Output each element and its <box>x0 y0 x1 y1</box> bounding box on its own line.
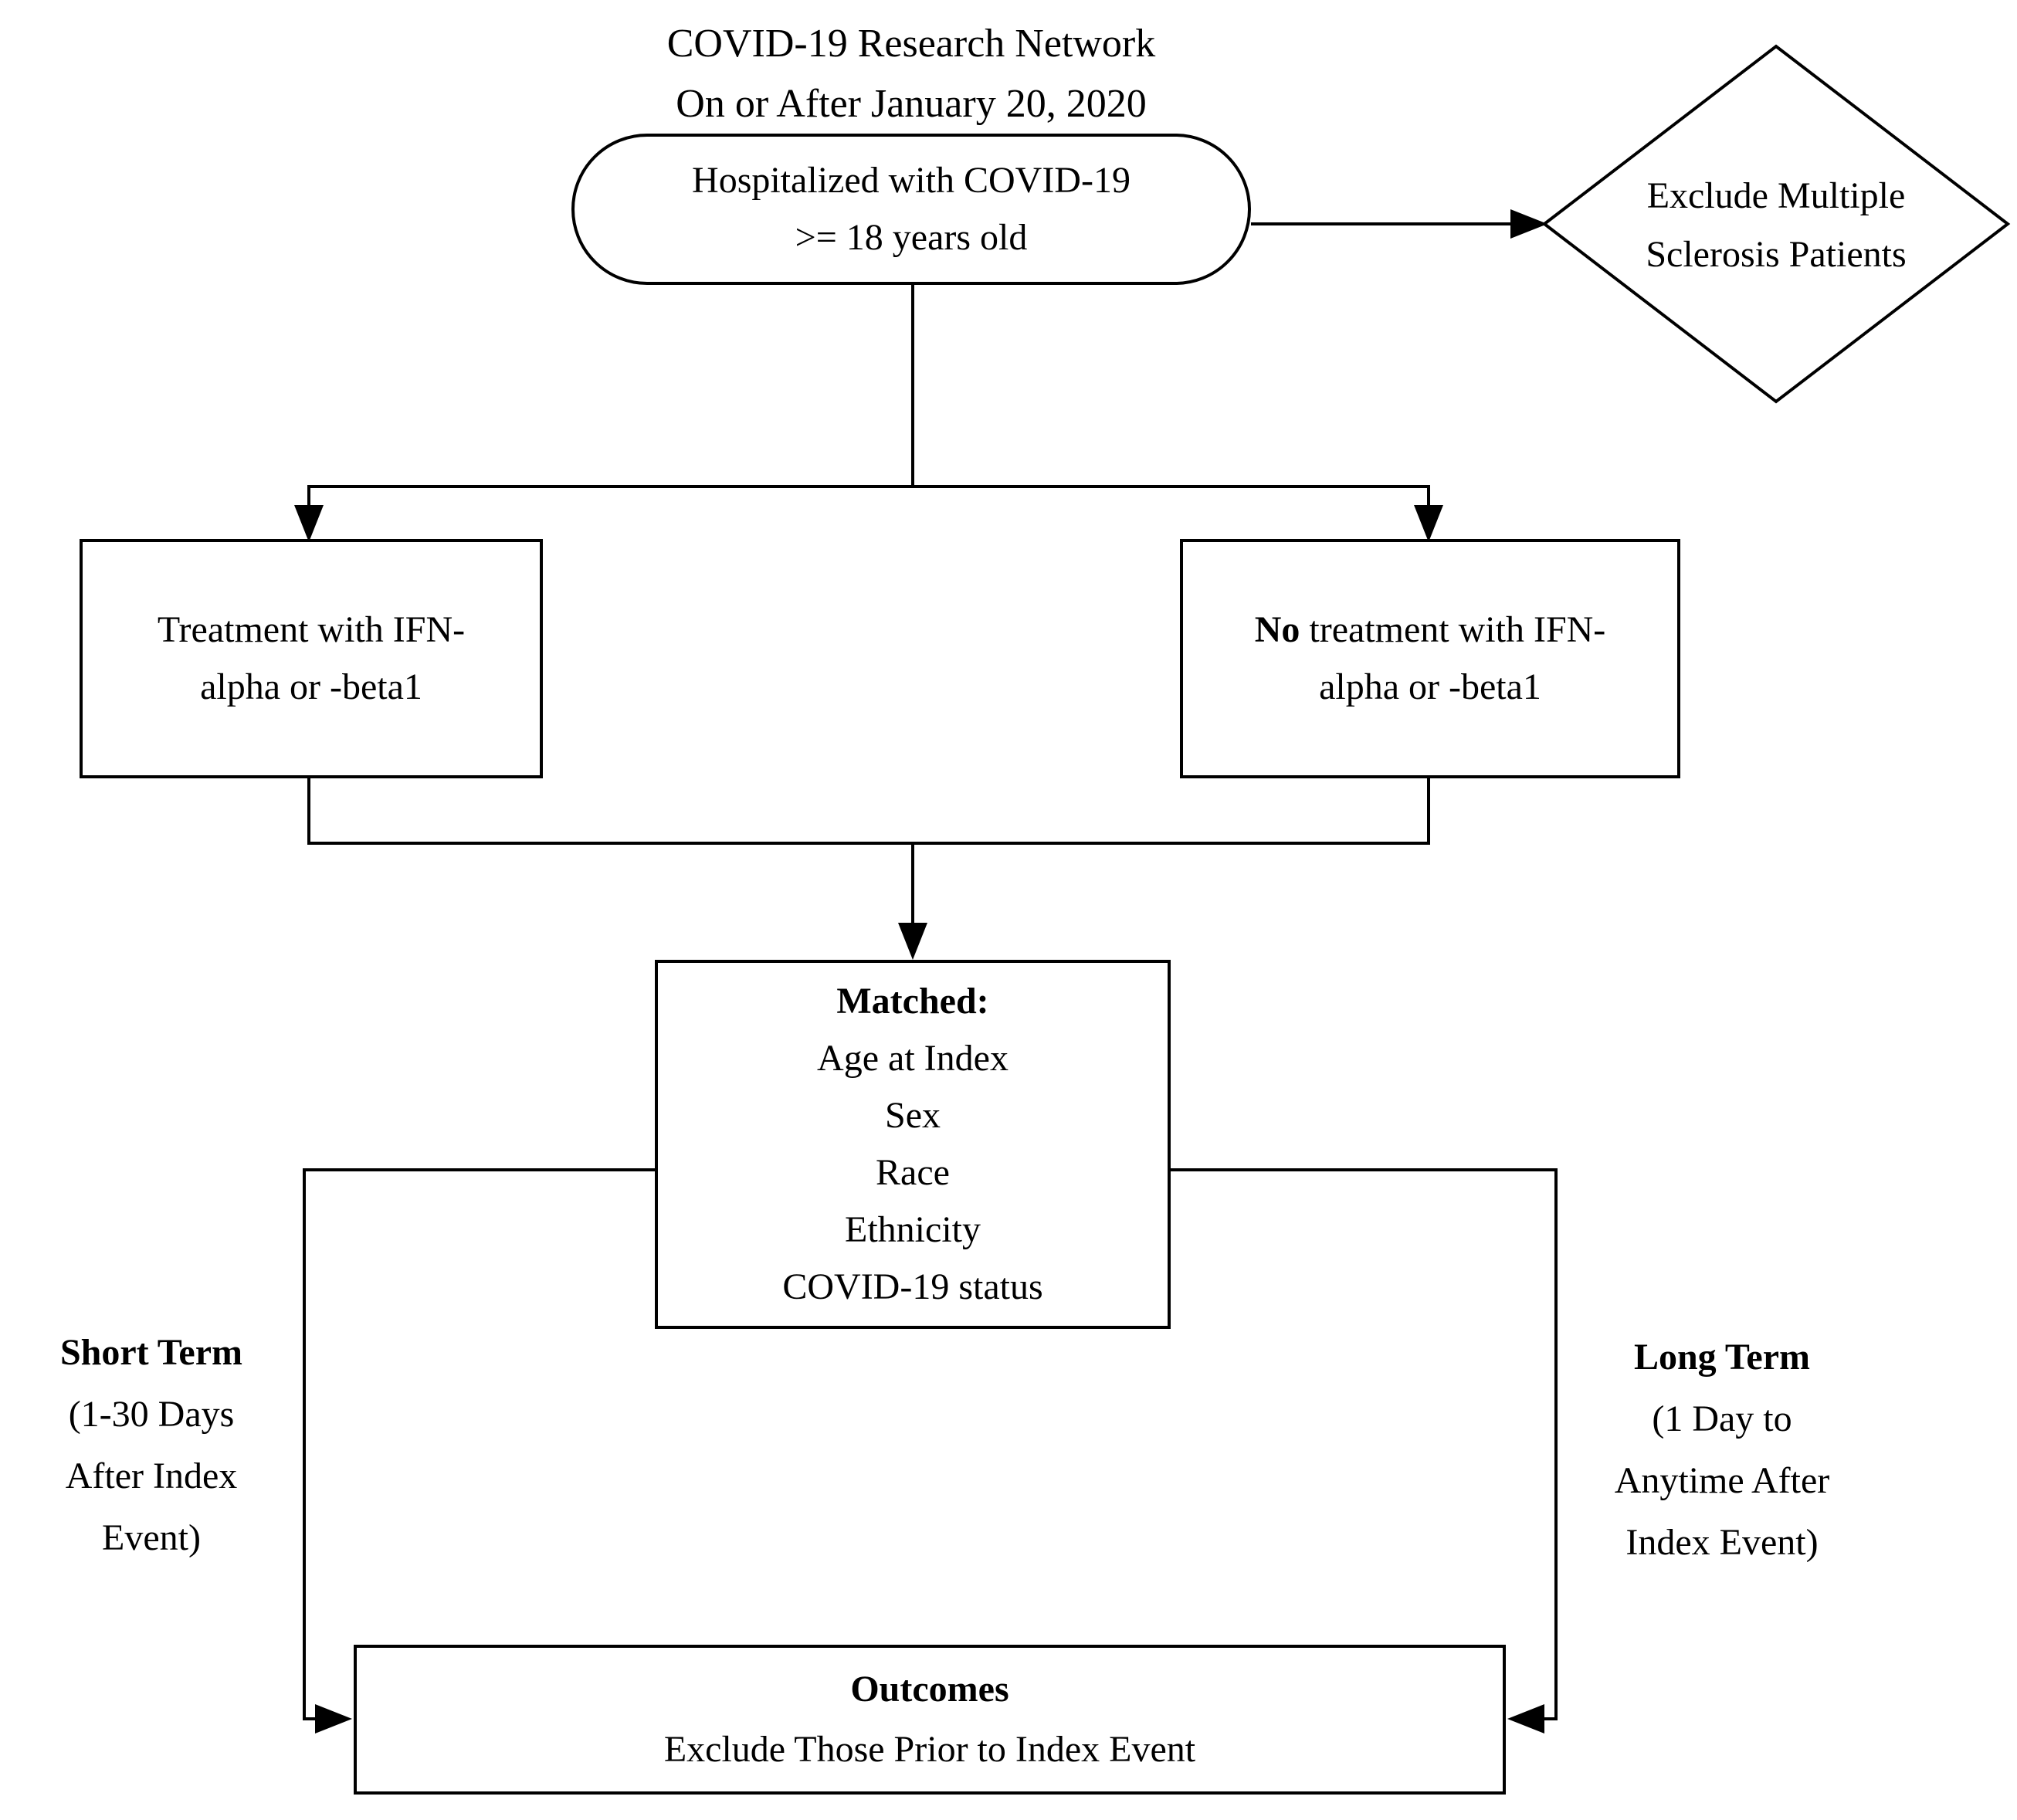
node-eligibility: Hospitalized with COVID-19 >= 18 years o… <box>571 134 1251 285</box>
no-treatment-line-1-rest: treatment with IFN- <box>1309 609 1606 650</box>
long-term-line: (1 Day to <box>1652 1398 1792 1439</box>
matched-item: Sex <box>885 1095 941 1136</box>
edge-long-term-path <box>1170 1168 1558 1720</box>
exclusion-diamond-shape <box>1541 44 2011 404</box>
exclusion-line-2: Sclerosis Patients <box>1646 234 1907 275</box>
node-exclusion-label: Exclude Multiple Sclerosis Patients <box>1583 167 1969 284</box>
short-term-line: (1-30 Days <box>68 1394 235 1435</box>
eligibility-line-1: Hospitalized with COVID-19 <box>692 160 1131 201</box>
matched-heading: Matched: <box>836 981 989 1022</box>
arrowhead-into-matched <box>898 923 927 960</box>
treatment-line-2: alpha or -beta1 <box>200 666 422 707</box>
short-term-line: Event) <box>102 1517 201 1558</box>
matched-item: Age at Index <box>817 1038 1009 1079</box>
outcomes-heading: Outcomes <box>850 1669 1009 1710</box>
no-treatment-line-1: No treatment with IFN- <box>1255 602 1606 659</box>
long-term-line: Anytime After <box>1614 1460 1830 1501</box>
short-term-heading: Short Term <box>59 1332 242 1373</box>
exclusion-line-1: Exclude Multiple <box>1646 175 1906 216</box>
node-no-treatment: No treatment with IFN- alpha or -beta1 <box>1180 539 1680 778</box>
matched-item: COVID-19 status <box>782 1266 1043 1307</box>
no-treatment-emphasis: No <box>1254 609 1300 650</box>
node-treatment: Treatment with IFN- alpha or -beta1 <box>80 539 543 778</box>
edge-short-term-path <box>303 1168 656 1720</box>
diagram-title: COVID-19 Research Network On or After Ja… <box>494 14 1328 134</box>
eligibility-line-2: >= 18 years old <box>795 217 1028 258</box>
long-term-line: Index Event) <box>1625 1522 1819 1563</box>
matched-item: Race <box>876 1152 950 1193</box>
label-long-term: Long Term (1 Day to Anytime After Index … <box>1566 1327 1878 1574</box>
node-outcomes: Outcomes Exclude Those Prior to Index Ev… <box>354 1645 1506 1795</box>
arrowhead-into-treatment <box>294 505 324 542</box>
arrowhead-into-diamond <box>1510 209 1547 239</box>
short-term-line: After Index <box>65 1456 238 1496</box>
node-matched: Matched: Age at Index Sex Race Ethnicity… <box>655 960 1171 1329</box>
arrowhead-into-outcomes-right <box>1507 1704 1544 1734</box>
treatment-line-1: Treatment with IFN- <box>157 609 466 650</box>
no-treatment-line-2: alpha or -beta1 <box>1319 666 1541 707</box>
matched-item: Ethnicity <box>845 1209 981 1250</box>
arrowhead-into-no-treatment <box>1414 505 1443 542</box>
outcomes-line-2: Exclude Those Prior to Index Event <box>663 1729 1196 1770</box>
arrowhead-into-outcomes-left <box>315 1704 352 1734</box>
label-short-term: Short Term (1-30 Days After Index Event) <box>0 1322 303 1569</box>
title-line-2: On or After January 20, 2020 <box>676 82 1147 126</box>
title-line-1: COVID-19 Research Network <box>666 22 1156 66</box>
long-term-heading: Long Term <box>1633 1337 1811 1378</box>
